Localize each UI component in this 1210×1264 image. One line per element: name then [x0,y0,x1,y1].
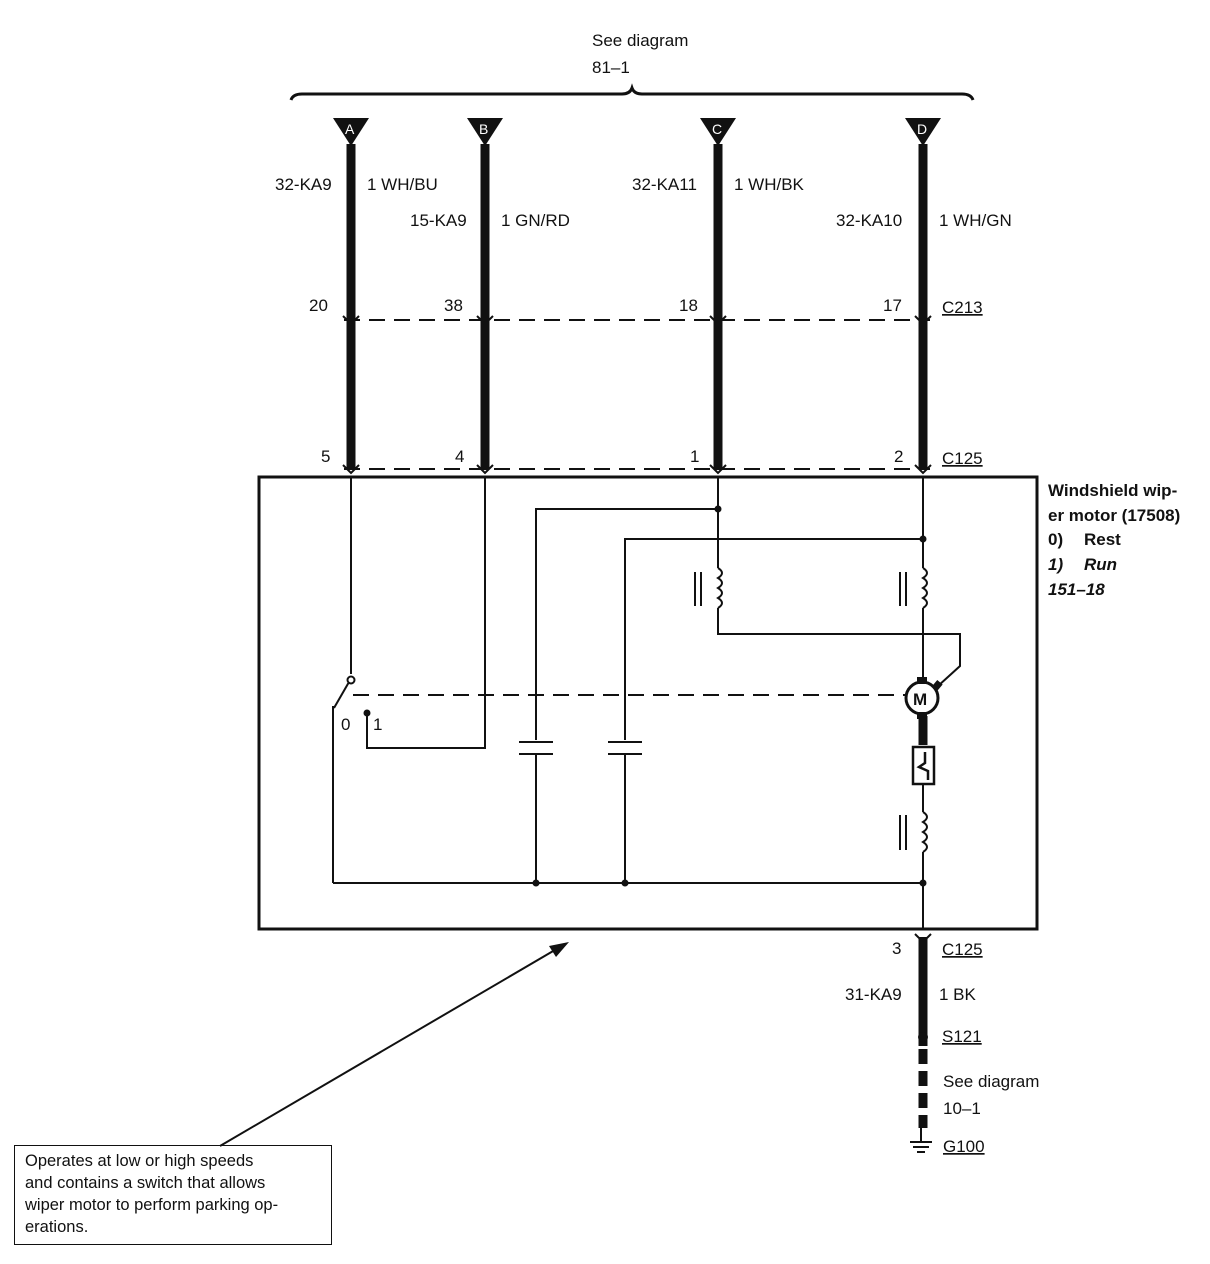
bottom-ref-line2: 10–1 [943,1099,981,1118]
c213-pin-d: 17 [883,296,902,315]
callout-arrow [219,946,561,1147]
splice-label: S121 [942,1027,982,1046]
motor-symbol: M [913,690,927,709]
terminal-b-triangle: B [467,118,503,146]
connector-triangle-icon [467,118,503,146]
component-name-line2: er motor (17508) [1048,506,1180,525]
circuit-breaker-icon [911,745,936,786]
callout-note: Operates at low or high speeds and conta… [14,1145,332,1245]
top-ref-line1: See diagram [592,31,688,50]
internal-circuit: 0 1 M [332,477,961,929]
switch-position-1: 1 [373,715,382,734]
ground-label: G100 [943,1137,985,1156]
coil-icon [716,567,723,609]
bottom-ref-line1: See diagram [943,1072,1039,1091]
coil-icon [921,567,928,609]
c125-pin-marks [342,464,932,475]
c213-pin-b: 38 [444,296,463,315]
c125-pin-a: 5 [321,447,330,466]
wire-c-circuit: 32-KA11 [632,175,697,194]
wire-b-circuit: 15-KA9 [410,211,467,230]
ground-pin: 3 [892,939,901,958]
splice-dot [918,1032,928,1042]
terminal-d-letter: D [917,121,927,137]
coil-icon [921,811,928,853]
wiper-motor-component-box [257,475,1039,931]
state-1-label: Run [1084,555,1117,574]
capacitor-icon [608,741,642,883]
c125-pin-b: 4 [455,447,464,466]
state-0-label: Rest [1084,530,1121,549]
connector-triangle-icon [905,118,941,146]
top-bracket [289,83,975,101]
connector-triangle-icon [700,118,736,146]
terminal-b-letter: B [479,121,488,137]
ground-icon [910,1128,932,1153]
c213-pin-a: 20 [309,296,328,315]
motor-icon: M [904,677,943,719]
wire-a-color: 1 WH/BU [367,175,438,194]
c213-pin-marks [342,315,932,326]
capacitor-icon [519,741,553,883]
terminal-c-letter: C [712,121,722,137]
callout-arrowhead [549,942,569,957]
component-ref: 151–18 [1048,580,1105,599]
top-ref-line2: 81–1 [592,58,630,77]
state-0-number: 0) [1048,530,1063,549]
terminal-d-triangle: D [905,118,941,146]
terminal-a-letter: A [345,121,355,137]
switch-position-0: 0 [341,715,350,734]
terminal-a-triangle: A [333,118,369,146]
wire-a-circuit: 32-KA9 [275,175,332,194]
c213-label: C213 [942,298,983,317]
c125-pin-c: 1 [690,447,699,466]
c125-top-label: C125 [942,449,983,468]
component-name-line1: Windshield wip- [1048,481,1177,500]
wire-d-circuit: 32-KA10 [836,211,902,230]
wire-b-color: 1 GN/RD [501,211,570,230]
terminal-c-triangle: C [700,118,736,146]
c213-pin-c: 18 [679,296,698,315]
c125-bottom-label: C125 [942,940,983,959]
switch-blade [333,681,350,709]
wire-c-color: 1 WH/BK [734,175,805,194]
c125-pin-d: 2 [894,447,903,466]
state-1-number: 1) [1048,555,1063,574]
ground-wire-color: 1 BK [939,985,977,1004]
connector-triangle-icon [333,118,369,146]
wire-d-color: 1 WH/GN [939,211,1012,230]
ground-wire-circuit: 31-KA9 [845,985,902,1004]
